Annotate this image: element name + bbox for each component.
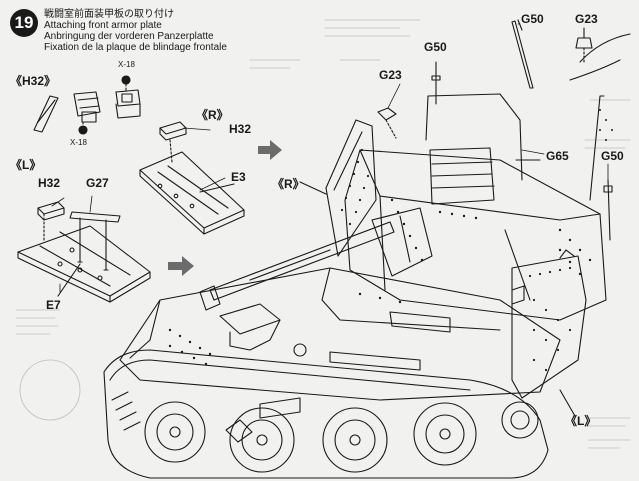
bleed-through-marks	[15, 19, 631, 449]
part-label-h32-r: H32	[229, 122, 252, 136]
part-label-g50-right: G50	[601, 149, 624, 163]
part-label-g50-top: G50	[521, 12, 544, 26]
title-german: Anbringung der vorderen Panzerplatte	[44, 31, 214, 42]
h32-variant-views	[33, 75, 141, 135]
right-subassembly-e3	[139, 121, 245, 235]
part-label-e7: E7	[46, 298, 61, 312]
armor-plate-l	[511, 249, 587, 417]
title-english: Attaching front armor plate	[44, 20, 162, 31]
label-variant-h32: 《H32》	[10, 74, 57, 88]
scale-mark-x18-bottom: X-18	[70, 138, 87, 147]
part-label-g23-top: G23	[575, 12, 598, 26]
left-subassembly-e7	[17, 201, 151, 303]
label-variant-r-box: 《R》	[196, 108, 229, 122]
antenna-parts	[377, 19, 631, 241]
label-variant-r-main: 《R》	[272, 177, 305, 191]
label-variant-l-box: 《L》	[10, 158, 42, 172]
title-japanese: 戦闘室前面装甲板の取り付け	[44, 9, 174, 20]
step-number-badge: 19	[10, 9, 38, 37]
vehicle-running-gear	[103, 349, 549, 479]
label-variant-l-main: 《L》	[565, 414, 597, 428]
assembly-arrows	[168, 140, 282, 276]
title-french: Fixation de la plaque de blindage fronta…	[44, 42, 227, 53]
scale-mark-x18-top: X-18	[118, 60, 135, 69]
part-label-e3: E3	[231, 170, 246, 184]
leader-lines	[51, 23, 609, 293]
part-label-h32-l: H32	[38, 176, 61, 190]
part-label-g23-mid: G23	[379, 68, 402, 82]
vehicle-superstructure	[199, 147, 607, 321]
part-label-g65: G65	[546, 149, 569, 163]
part-label-g27: G27	[86, 176, 109, 190]
armor-plate-r	[299, 119, 377, 257]
part-label-g50-mid: G50	[424, 40, 447, 54]
vehicle-hull	[119, 267, 561, 443]
